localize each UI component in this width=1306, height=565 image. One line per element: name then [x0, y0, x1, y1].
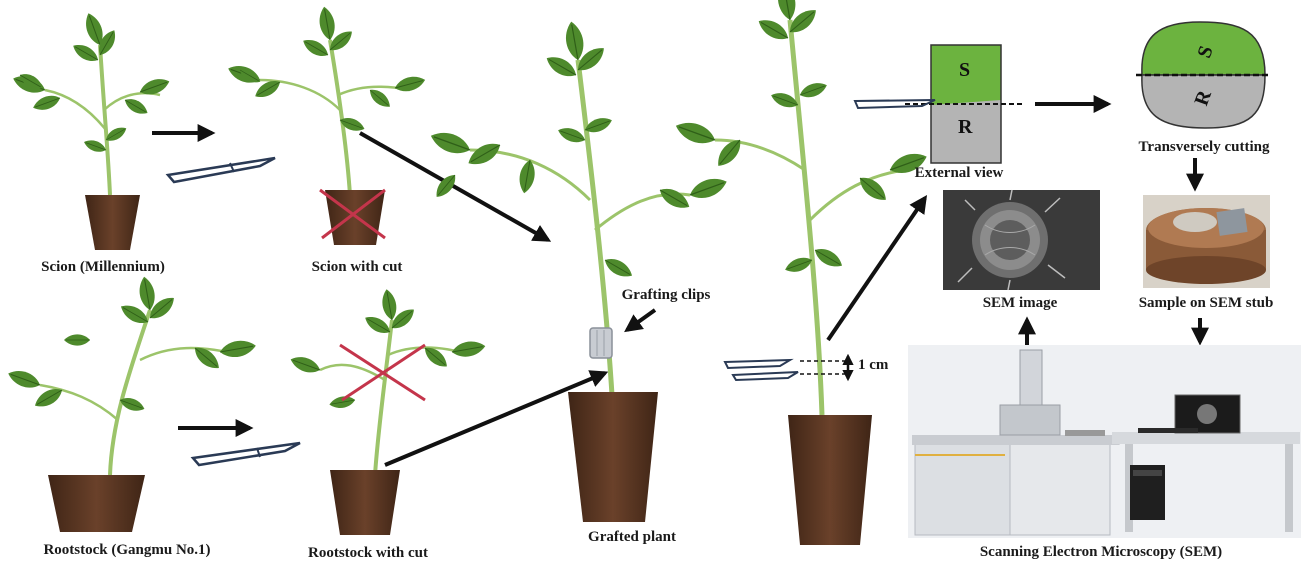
label-rootstock-with-cut: Rootstock with cut [308, 546, 428, 561]
scalpel-icon [168, 158, 275, 182]
external-view-rootstock-letter: R [958, 117, 972, 137]
label-scion-with-cut: Scion with cut [312, 260, 403, 275]
scion-cut-plant [226, 5, 427, 245]
grafted-plant-measured [673, 0, 930, 545]
label-external-view: External view [915, 166, 1004, 181]
label-rootstock: Rootstock (Gangmu No.1) [43, 543, 210, 558]
label-sem-full: Scanning Electron Microscopy (SEM) [980, 545, 1222, 560]
label-grafting-clips: Grafting clips [622, 288, 711, 303]
rootstock-plant [6, 275, 257, 532]
sem-instrument [908, 345, 1301, 538]
pot [85, 195, 140, 250]
label-grafted-plant: Grafted plant [588, 530, 676, 545]
label-scion: Scion (Millennium) [41, 260, 165, 275]
label-one-cm: 1 cm [858, 358, 888, 373]
grafted-plant [428, 20, 730, 522]
scion-plant [11, 11, 172, 250]
external-view-scion-letter: S [959, 60, 970, 80]
grafting-clip [590, 328, 612, 358]
sem-stub-photo [1143, 195, 1270, 288]
label-sample-on-sem-stub: Sample on SEM stub [1139, 296, 1274, 311]
label-transversely-cutting: Transversely cutting [1139, 140, 1270, 155]
transverse-section [1136, 22, 1270, 128]
scalpel-icon [725, 360, 798, 380]
sem-micrograph [943, 190, 1100, 290]
label-sem-image: SEM image [983, 296, 1058, 311]
rootstock-cut-plant [288, 288, 486, 535]
scalpel-icon [193, 443, 300, 465]
